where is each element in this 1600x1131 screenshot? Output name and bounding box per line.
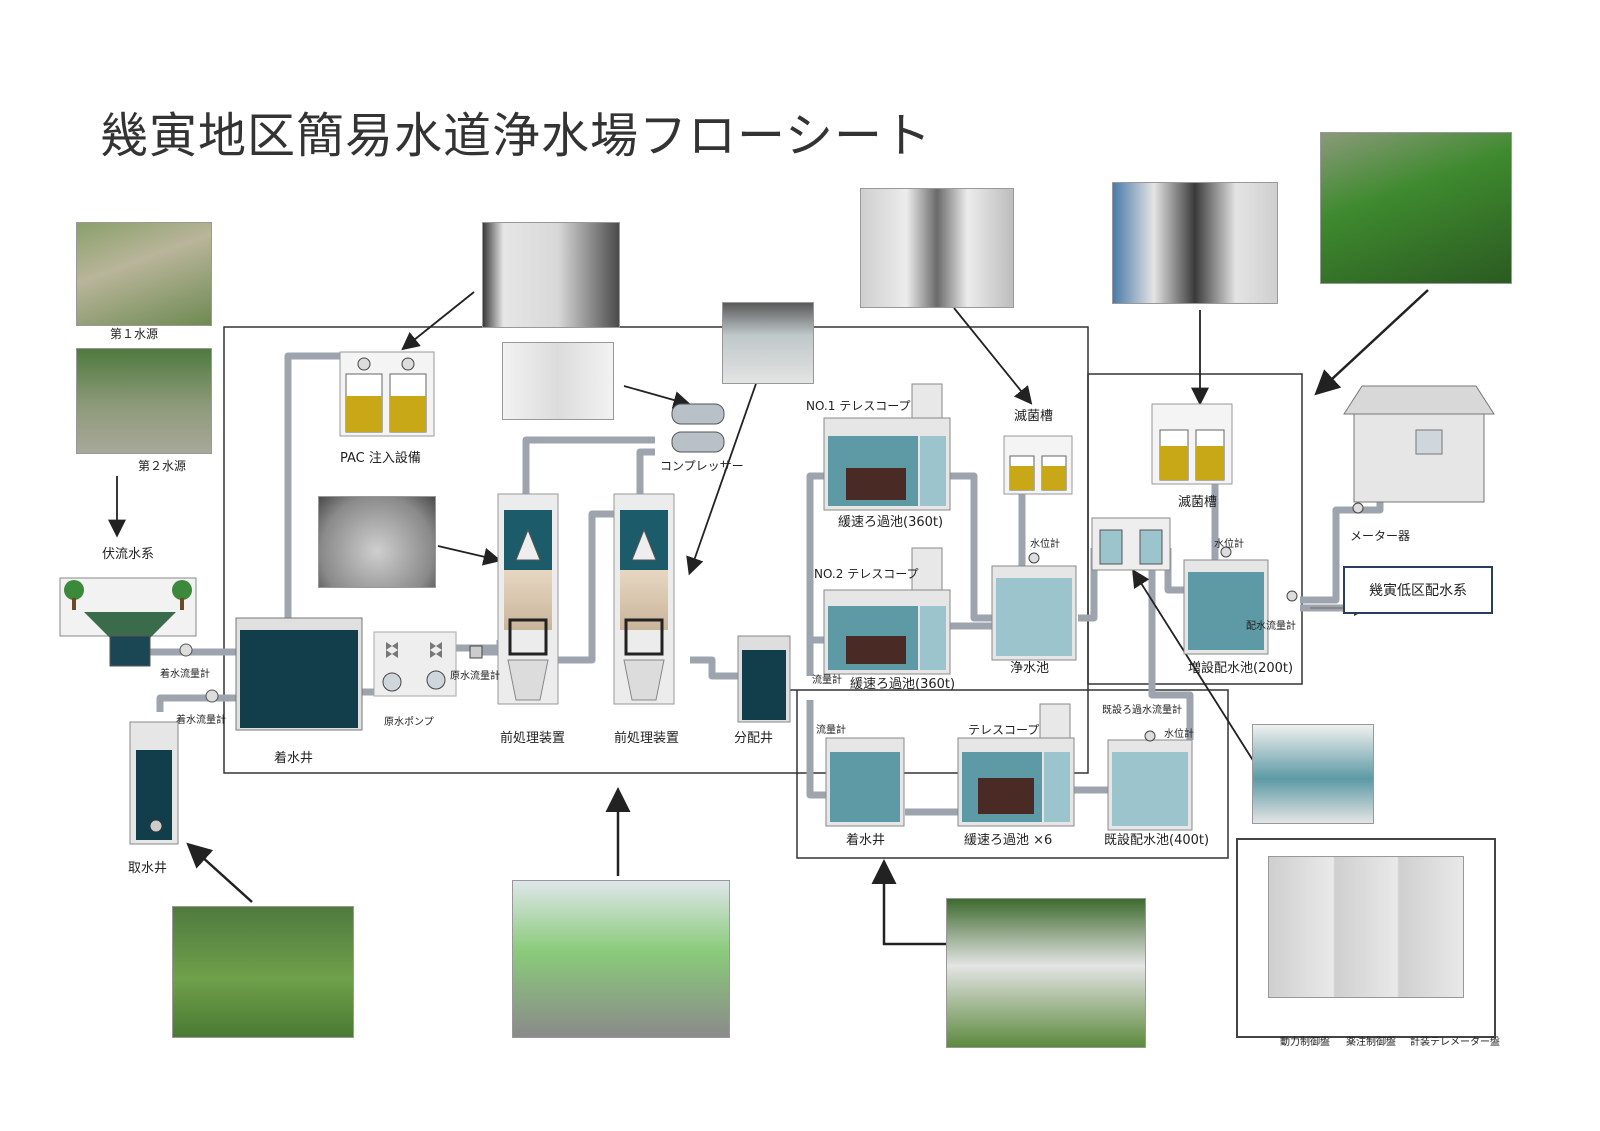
new-reservoir-water [1188, 572, 1264, 650]
label-source2: 第２水源 [138, 459, 187, 473]
pretreatment-unit-1 [497, 493, 559, 705]
label-existing-reservoir: 既設配水池(400t) [1104, 833, 1210, 848]
slow-filter-x6 [957, 703, 1075, 827]
compressors [671, 403, 725, 453]
label-lower-receiving-well: 着水井 [846, 833, 886, 848]
label-flow-meter-a: 流量計 [812, 675, 842, 686]
label-disinfect-1: 滅菌槽 [1014, 409, 1054, 424]
intake-house-photo [172, 906, 354, 1038]
junction-box-cell-1 [1099, 529, 1123, 565]
lower-facility-frame [786, 689, 1229, 859]
disinfection-tank-2 [1151, 403, 1233, 485]
label-disinfect-2: 滅菌槽 [1178, 495, 1218, 510]
level-2-icon [1220, 546, 1232, 558]
source2-photo [76, 348, 212, 454]
customer-house [1343, 385, 1495, 503]
label-panel-1: 動力制御盤 [1280, 1037, 1330, 1048]
label-clear-well: 浄水池 [1010, 661, 1050, 676]
disinfection-tank-1 [1003, 435, 1073, 495]
control-panel-photo [1268, 856, 1464, 998]
junction-box-cell-2 [1139, 529, 1163, 565]
pretreatment-unit-2 [613, 493, 675, 705]
source1-photo [76, 222, 212, 326]
lower-facility-photo [946, 898, 1146, 1048]
page-title: 幾寅地区簡易水道浄水場フローシート [100, 108, 933, 164]
label-telescope-2: NO.2 テレスコープ [814, 567, 919, 581]
label-slow-filter-2: 緩速ろ過池(360t) [850, 677, 956, 692]
plant-building-photo [512, 880, 730, 1038]
label-receiving-well: 着水井 [274, 751, 314, 766]
lower-receiving-well-water [830, 752, 900, 822]
label-distribution-well: 分配井 [734, 731, 774, 746]
label-panel-3: 計装テレメーター盤 [1410, 1037, 1500, 1048]
label-new-reservoir: 増設配水池(200t) [1188, 661, 1294, 676]
pac-injection-unit [339, 351, 435, 437]
disinfect2-photo [1112, 182, 1278, 304]
raw-water-pumps [373, 631, 457, 697]
label-flow-meter-b: 流量計 [816, 725, 846, 736]
distribution-photo [722, 302, 814, 384]
label-inflow-meter-1: 着水流量計 [160, 669, 210, 680]
junction-photo [1252, 724, 1374, 824]
label-pretreatment-1: 前処理装置 [500, 731, 566, 746]
label-panel-2: 薬注制御盤 [1346, 1037, 1396, 1048]
label-underflow: 伏流水系 [102, 547, 155, 562]
pointer-arrows [108, 289, 1429, 946]
inflow-meter-1-icon [179, 643, 193, 657]
label-intake-well: 取水井 [128, 861, 168, 876]
intake-well [129, 721, 179, 845]
label-pac: PAC 注入設備 [340, 451, 421, 466]
label-source1: 第１水源 [110, 327, 159, 341]
label-dist-meter: 配水流量計 [1246, 621, 1296, 632]
label-meter-device: メーター器 [1350, 529, 1411, 543]
label-raw-meter: 原水流量計 [450, 671, 500, 682]
raw-meter-icon [469, 645, 483, 659]
disinfect1-photo [860, 188, 1014, 308]
label-telescope-3: テレスコープ [968, 723, 1040, 737]
clear-well-water [996, 578, 1072, 656]
label-level-3: 水位計 [1164, 729, 1194, 740]
slow-filter-1 [823, 383, 951, 511]
pretreatment-photo [318, 496, 436, 588]
label-raw-pump: 原水ポンプ [384, 717, 434, 728]
dist-meter-icon [1286, 590, 1298, 602]
underflow-system [59, 577, 197, 667]
level-3-icon [1144, 730, 1156, 742]
compressor-photo [502, 342, 614, 420]
label-slow-filter-x6: 緩速ろ過池 ×6 [964, 833, 1053, 848]
label-level-2: 水位計 [1214, 539, 1244, 550]
pac-photo [482, 222, 620, 328]
meter-device-icon [1352, 502, 1364, 514]
label-telescope-1: NO.1 テレスコープ [806, 399, 911, 413]
slow-filter-2 [823, 547, 951, 675]
label-inflow-meter-2: 着水流量計 [176, 715, 226, 726]
level-1-icon [1028, 552, 1040, 564]
label-pretreatment-2: 前処理装置 [614, 731, 680, 746]
pump-house-photo [1320, 132, 1512, 284]
label-compressor: コンプレッサー [660, 459, 744, 473]
receiving-well-water [240, 630, 358, 728]
destination-box: 幾寅低区配水系 [1343, 566, 1493, 614]
control-panel-frame [1236, 838, 1496, 1038]
inflow-meter-2-icon [205, 689, 219, 703]
label-level-1: 水位計 [1030, 539, 1060, 550]
label-slow-filter-1: 緩速ろ過池(360t) [838, 515, 944, 530]
existing-reservoir-water [1112, 752, 1188, 826]
label-existing-meter: 既設ろ過水流量計 [1102, 705, 1182, 716]
reservoir-frame [1087, 373, 1303, 685]
distribution-well-water [742, 650, 786, 720]
